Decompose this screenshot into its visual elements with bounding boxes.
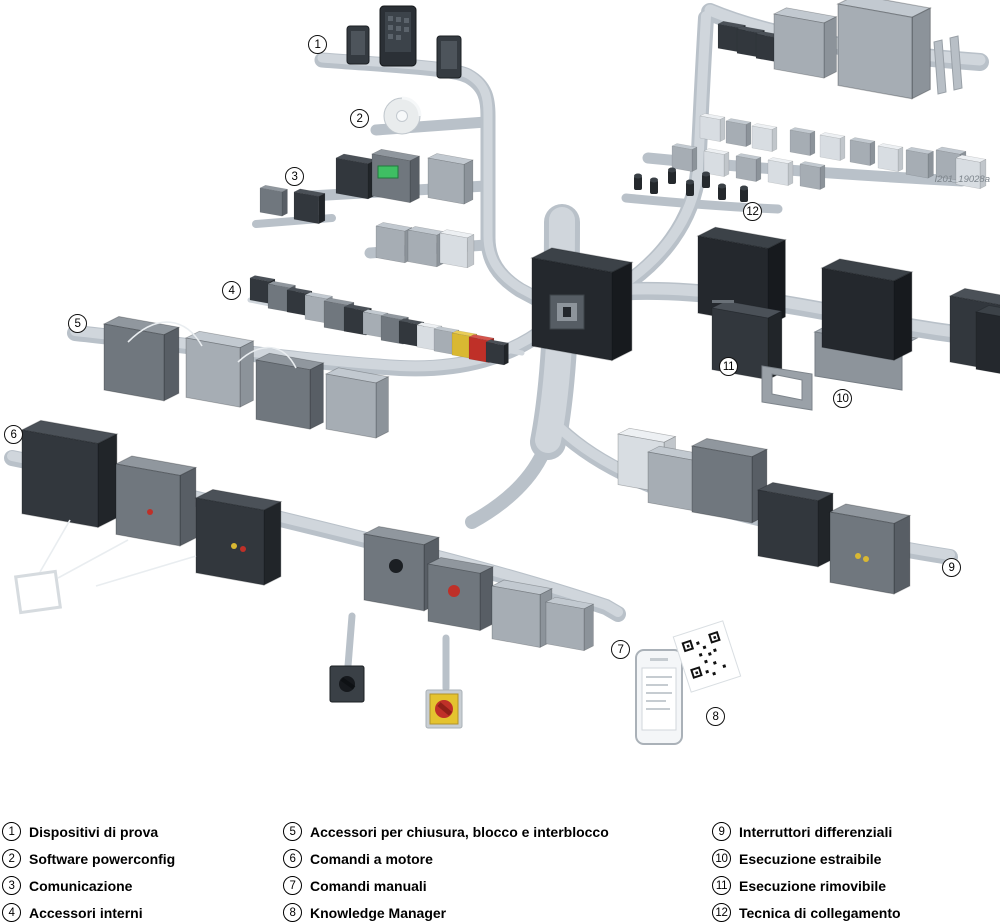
legend-number-badge: 3 — [2, 876, 21, 895]
legend-label: Accessori interni — [29, 904, 143, 921]
legend-label: Software powerconfig — [29, 850, 176, 867]
legend-item-6: 6 Comandi a motore — [283, 845, 609, 872]
legend-label: Interruttori differenziali — [739, 823, 893, 840]
connection-technology-illustration — [634, 113, 987, 202]
callout-10: 10 — [833, 389, 852, 408]
product-overview-illustration — [4, 0, 1000, 745]
legend-label: Accessori per chiusura, blocco e interbl… — [310, 823, 609, 840]
draw-out-version-illustration — [761, 258, 1000, 411]
emergency-handle-red-yellow — [425, 689, 463, 729]
callout-5: 5 — [68, 314, 87, 333]
legend-item-10: 10 Esecuzione estraibile — [712, 845, 901, 872]
residual-current-devices-illustration — [617, 427, 911, 595]
cable-terminals — [634, 167, 748, 202]
legend-item-12: 12 Tecnica di collegamento — [712, 899, 901, 924]
legend-number-badge: 9 — [712, 822, 731, 841]
callout-1: 1 — [308, 35, 327, 54]
legend: 1 Dispositivi di prova 2 Software powerc… — [0, 818, 1000, 924]
legend-column-1: 1 Dispositivi di prova 2 Software powerc… — [2, 818, 175, 924]
legend-number-badge: 4 — [2, 903, 21, 922]
legend-label: Knowledge Manager — [310, 904, 447, 921]
legend-label: Comandi a motore — [310, 850, 433, 867]
callout-3: 3 — [285, 167, 304, 186]
figure-watermark: I201_19028a — [934, 174, 990, 185]
legend-item-4: 4 Accessori interni — [2, 899, 175, 924]
legend-item-3: 3 Comunicazione — [2, 872, 175, 899]
legend-label: Esecuzione estraibile — [739, 850, 882, 867]
callout-11: 11 — [719, 357, 738, 376]
legend-number-badge: 5 — [283, 822, 302, 841]
legend-number-badge: 12 — [712, 903, 731, 922]
legend-number-badge: 10 — [712, 849, 731, 868]
manual-operators-illustration — [329, 526, 594, 729]
central-breaker-illustration — [531, 247, 633, 361]
motor-operators-illustration — [13, 419, 282, 615]
legend-item-11: 11 Esecuzione rimovibile — [712, 872, 901, 899]
legend-label: Tecnica di collegamento — [739, 904, 901, 921]
qr-code — [672, 620, 742, 693]
legend-column-3: 9 Interruttori differenziali 10 Esecuzio… — [712, 818, 901, 924]
callout-4: 4 — [222, 281, 241, 300]
callout-6: 6 — [4, 425, 23, 444]
door-handle-black — [329, 665, 365, 703]
callout-12: 12 — [743, 202, 762, 221]
callout-7: 7 — [611, 640, 630, 659]
legend-label: Dispositivi di prova — [29, 823, 159, 840]
legend-number-badge: 1 — [2, 822, 21, 841]
powerconfig-disc-illustration — [383, 96, 422, 135]
legend-label: Comandi manuali — [310, 877, 427, 894]
legend-item-2: 2 Software powerconfig — [2, 845, 175, 872]
legend-item-5: 5 Accessori per chiusura, blocco e inter… — [283, 818, 609, 845]
communication-modules-illustration — [259, 148, 475, 269]
legend-number-badge: 2 — [2, 849, 21, 868]
legend-label: Comunicazione — [29, 877, 133, 894]
legend-item-7: 7 Comandi manuali — [283, 872, 609, 899]
callout-9: 9 — [942, 558, 961, 577]
callout-2: 2 — [350, 109, 369, 128]
legend-item-9: 9 Interruttori differenziali — [712, 818, 901, 845]
legend-number-badge: 11 — [712, 876, 731, 895]
legend-number-badge: 7 — [283, 876, 302, 895]
legend-number-badge: 6 — [283, 849, 302, 868]
legend-label: Esecuzione rimovibile — [739, 877, 887, 894]
legend-item-8: 8 Knowledge Manager — [283, 899, 609, 924]
legend-item-1: 1 Dispositivi di prova — [2, 818, 175, 845]
locking-accessories-illustration — [103, 316, 389, 439]
test-devices-illustration — [346, 5, 462, 79]
terminal-covers-illustration — [717, 0, 963, 100]
legend-number-badge: 8 — [283, 903, 302, 922]
callout-8: 8 — [706, 707, 725, 726]
plug-in-version-illustration — [697, 226, 786, 381]
knowledge-manager-illustration — [635, 620, 742, 745]
legend-column-2: 5 Accessori per chiusura, blocco e inter… — [283, 818, 609, 924]
